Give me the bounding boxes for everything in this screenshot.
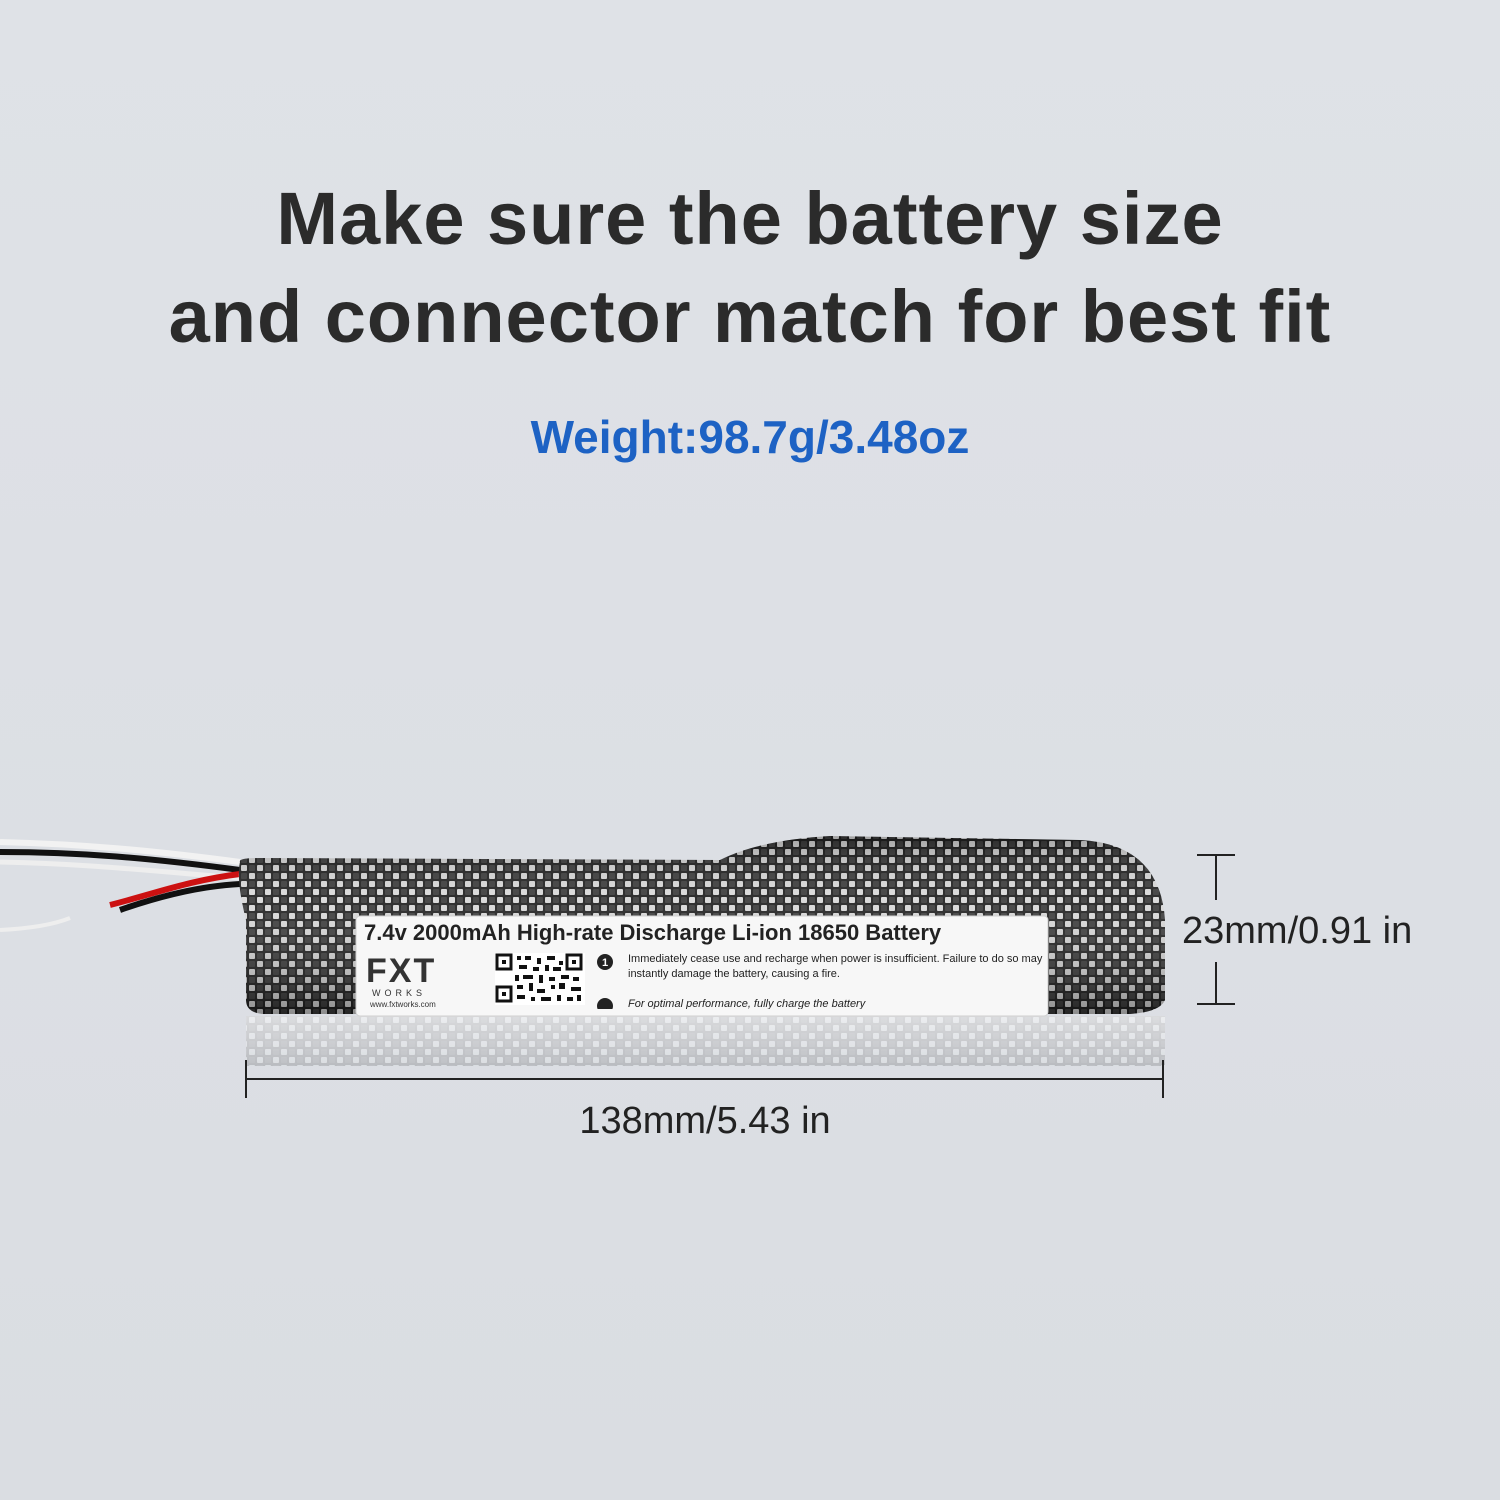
brand-subtitle: WORKS [372,988,427,998]
wire-bundle [0,839,241,932]
length-dimension: 138mm/5.43 in [579,1100,831,1142]
qr-code-icon [495,953,585,1005]
battery-pack [238,836,1165,1066]
brand-logo: FXT [366,952,437,990]
weight-text: Weight:98.7g/3.48oz [530,411,970,463]
warning-number-icon: 1 [597,954,613,970]
svg-text:1: 1 [602,957,608,969]
battery-photo [0,800,1500,1080]
brand-website: www.fxtworks.com [370,1000,436,1009]
warning-number-icon-2 [597,998,613,1009]
height-dimension: 23mm/0.91 in [1182,910,1413,952]
warning-text-2: For optimal performance, fully charge th… [628,998,866,1009]
headline-line-2: and connector match for best fit [168,275,1332,358]
warning-text-1: Immediately cease use and recharge when … [628,953,1043,980]
label-title: 7.4v 2000mAh High-rate Discharge Li-ion … [364,920,942,945]
headline-line-1: Make sure the battery size [276,177,1224,260]
headline: Make sure the battery size and connector… [0,170,1500,366]
